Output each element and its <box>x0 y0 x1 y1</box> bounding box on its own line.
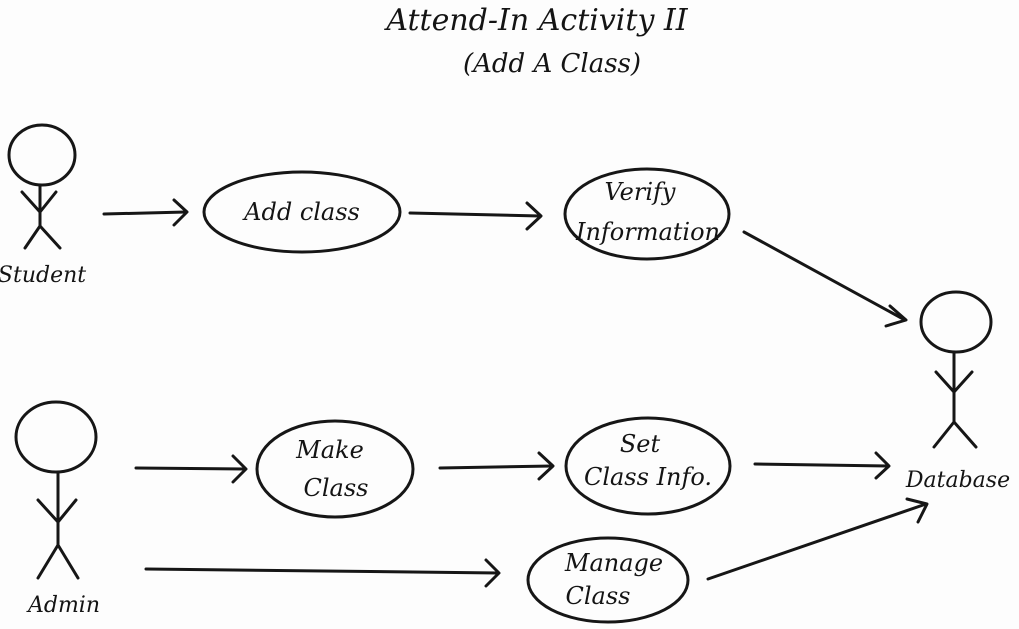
admin-arms <box>36 498 78 524</box>
verify-information-line-1: Verify <box>605 178 676 206</box>
arrow-manage-class-to-database <box>706 497 929 581</box>
manage-class-line-2: Class <box>566 582 631 610</box>
make-class-line-1: Make <box>295 436 364 464</box>
arrow-set-class-info-to-database <box>753 451 891 480</box>
arrow-make-class-to-set-class-info <box>438 451 555 481</box>
make-class-ellipse <box>255 419 415 519</box>
diagram-subtitle: (Add A Class) <box>463 49 641 79</box>
manage-class-ellipse <box>526 536 690 624</box>
make-class-line-2: Class <box>304 474 369 502</box>
set-class-info-line-1: Set <box>620 430 661 458</box>
actor-database: Database <box>905 290 1010 493</box>
set-class-info-line-2: Class Info. <box>584 463 712 491</box>
manage-class-line-1: Manage <box>564 549 663 577</box>
actor-database-label: Database <box>905 468 1010 493</box>
arrow-admin-to-manage-class <box>144 558 501 588</box>
student-head <box>7 123 77 187</box>
actor-admin: Admin <box>14 400 100 618</box>
use-case-manage-class: Manage Class <box>526 536 690 624</box>
database-arms <box>934 370 974 394</box>
arrow-student-to-add-class <box>102 198 189 227</box>
database-legs <box>932 420 978 449</box>
use-case-make-class: Make Class <box>255 419 415 519</box>
student-legs <box>23 224 62 250</box>
use-case-add-class: Add class <box>202 170 402 254</box>
student-arms <box>20 190 58 214</box>
database-head <box>919 290 993 354</box>
use-case-set-class-info: Set Class Info. <box>564 416 732 516</box>
diagram-title: Attend-In Activity II <box>383 3 688 38</box>
arrow-admin-to-make-class <box>134 454 248 484</box>
verify-information-line-2: Information <box>575 218 720 246</box>
arrow-verify-information-to-database <box>742 230 908 328</box>
actor-admin-label: Admin <box>26 593 100 618</box>
arrow-add-class-to-verify-information <box>408 201 543 231</box>
admin-legs <box>36 543 80 580</box>
set-class-info-ellipse <box>564 416 732 516</box>
use-case-verify-information: Verify Information <box>563 167 731 261</box>
add-class-ellipse <box>202 170 402 254</box>
actor-student: Student <box>0 123 86 288</box>
verify-information-ellipse <box>563 167 731 261</box>
admin-head <box>14 400 98 474</box>
add-class-label: Add class <box>242 198 360 226</box>
actor-student-label: Student <box>0 263 86 288</box>
